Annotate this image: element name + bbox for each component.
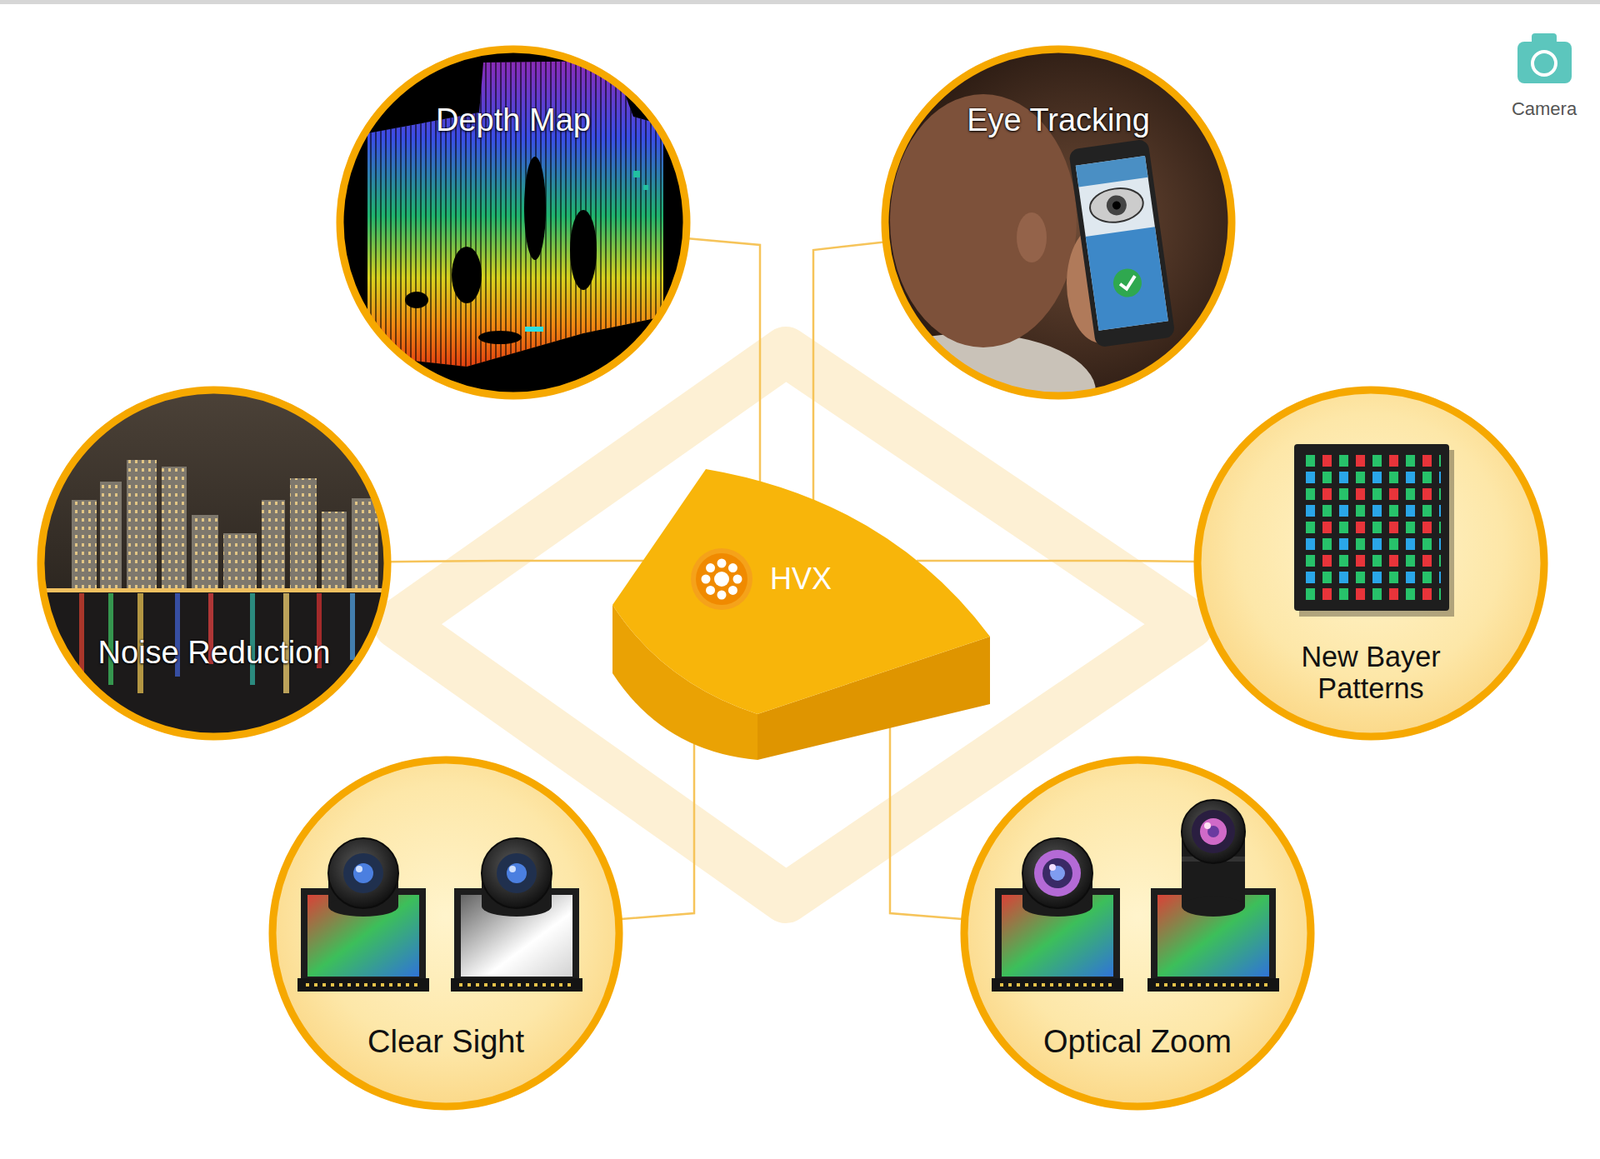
- eye-tracking-picture-part: [845, 333, 1096, 450]
- eye-tracking-picture-part-part: [1085, 226, 1169, 331]
- depth-map-picture-part: [367, 60, 664, 367]
- icon-petal: [728, 563, 738, 573]
- icon-petal: [705, 585, 715, 595]
- bayer-chip: [1294, 444, 1455, 617]
- eye-tracking-picture-part-part: [1068, 138, 1175, 348]
- depth-map-picture-part: [524, 156, 546, 260]
- eye-tracking-picture-part: [1068, 138, 1175, 348]
- camera-modules-part-part: [328, 838, 399, 917]
- icon-petal: [728, 585, 738, 595]
- camera-modules-part: [1147, 800, 1280, 992]
- connector-line: [387, 560, 644, 562]
- eye-tracking-picture-part-part: [1119, 275, 1137, 290]
- depth-map-picture-part: [333, 45, 692, 405]
- circle-outline: [35, 384, 394, 743]
- eye-tracking-picture-part: [883, 45, 1238, 400]
- camera-modules-part: [450, 838, 583, 992]
- noise-reduction-picture-part-part: [350, 593, 355, 660]
- eye-tracking-picture-part-part: [1075, 155, 1149, 187]
- eye-tracking-picture-part-part: [1087, 185, 1145, 226]
- top-rule: [0, 0, 1600, 5]
- circle-border: [1197, 390, 1545, 737]
- circle-border: [272, 760, 620, 1107]
- icon-petal: [717, 559, 727, 569]
- connector-line: [890, 727, 965, 920]
- feature-circle: Clear Sight: [266, 754, 625, 1113]
- camera-icon-part: [1532, 51, 1556, 75]
- eye-tracking-picture: [845, 45, 1238, 450]
- connector-line: [618, 744, 695, 920]
- depth-map-picture-part: [525, 326, 544, 332]
- noise-reduction-picture-part-part: [79, 593, 85, 673]
- feature-circle: New Bayer Patterns: [1191, 384, 1550, 743]
- camera-icon: [1517, 33, 1572, 84]
- bayer-chip-part: [1302, 452, 1441, 603]
- hvx-icon: [690, 548, 753, 610]
- processor-block: HVX: [608, 465, 996, 765]
- feature-circle: Eye Tracking: [879, 43, 1238, 402]
- feature-circle: Noise Reduction: [35, 384, 394, 743]
- camera-modules-part-part: [1181, 800, 1245, 917]
- depth-map-picture: [333, 45, 692, 405]
- block-outline: [608, 465, 996, 765]
- block-top: [612, 469, 990, 715]
- noise-reduction-picture-part: [37, 591, 392, 742]
- eye-tracking-picture-part-part: [1105, 194, 1128, 217]
- camera-modules-part-part: [481, 838, 552, 917]
- depth-map-picture-part: [570, 210, 597, 290]
- camera-modules-part-part: [1022, 838, 1093, 917]
- icon-petal: [717, 590, 727, 600]
- circle-border: [885, 49, 1232, 396]
- eye-tracking-picture-part-part: [1111, 266, 1144, 299]
- bayer-chip-part: [1294, 444, 1450, 611]
- feature-label: Depth Map: [435, 103, 591, 139]
- circle-border: [340, 49, 687, 396]
- eye-tracking-picture-part: [1016, 212, 1047, 263]
- connector-line: [916, 560, 1198, 563]
- feature-label: Eye Tracking: [966, 103, 1150, 139]
- connector-line: [685, 238, 760, 482]
- depth-map-picture-part: [550, 340, 625, 360]
- eye-tracking-picture-part-part: [1111, 200, 1121, 210]
- camera-modules: [297, 800, 1280, 992]
- noise-reduction-picture: [37, 387, 392, 742]
- camera-modules-part: [297, 838, 430, 992]
- icon-petal: [733, 575, 743, 585]
- feature-label: Clear Sight: [367, 1025, 525, 1060]
- depth-map-picture-part: [633, 170, 640, 178]
- circle-grounds: [274, 391, 1543, 1105]
- circle-border: [40, 390, 388, 737]
- feature-circle: Depth Map: [334, 43, 693, 402]
- depth-map-picture-part: [643, 185, 649, 190]
- camera-icon-part: [1517, 41, 1572, 84]
- eye-tracking-picture-part-part: [1075, 155, 1169, 331]
- feature-label: New Bayer Patterns: [1262, 641, 1480, 705]
- feature-label: Noise Reduction: [98, 635, 331, 671]
- noise-reduction-picture-part: [37, 387, 392, 596]
- block-label: HVX: [770, 562, 832, 596]
- feature-circle: Optical Zoom: [958, 754, 1317, 1113]
- camera-modules-part: [991, 838, 1124, 992]
- depth-map-picture-part: [405, 291, 429, 309]
- bayer-chip-part: [1299, 450, 1455, 617]
- noise-reduction-picture-part: [79, 593, 355, 694]
- icon-caption: Camera: [1511, 99, 1577, 120]
- circle-border: [964, 760, 1311, 1107]
- depth-map-picture-part: [367, 60, 664, 367]
- icon-petal: [705, 563, 715, 573]
- depth-map-picture-part: [478, 330, 522, 345]
- connector-line: [813, 241, 886, 500]
- depth-map-picture-part: [451, 246, 482, 304]
- noise-reduction-picture-part: [66, 454, 384, 596]
- feature-label: Optical Zoom: [1043, 1025, 1232, 1060]
- noise-reduction-picture-part: [37, 588, 392, 593]
- circle-outline: [334, 43, 693, 402]
- icon-petal: [701, 575, 711, 585]
- circle-outline: [879, 43, 1238, 402]
